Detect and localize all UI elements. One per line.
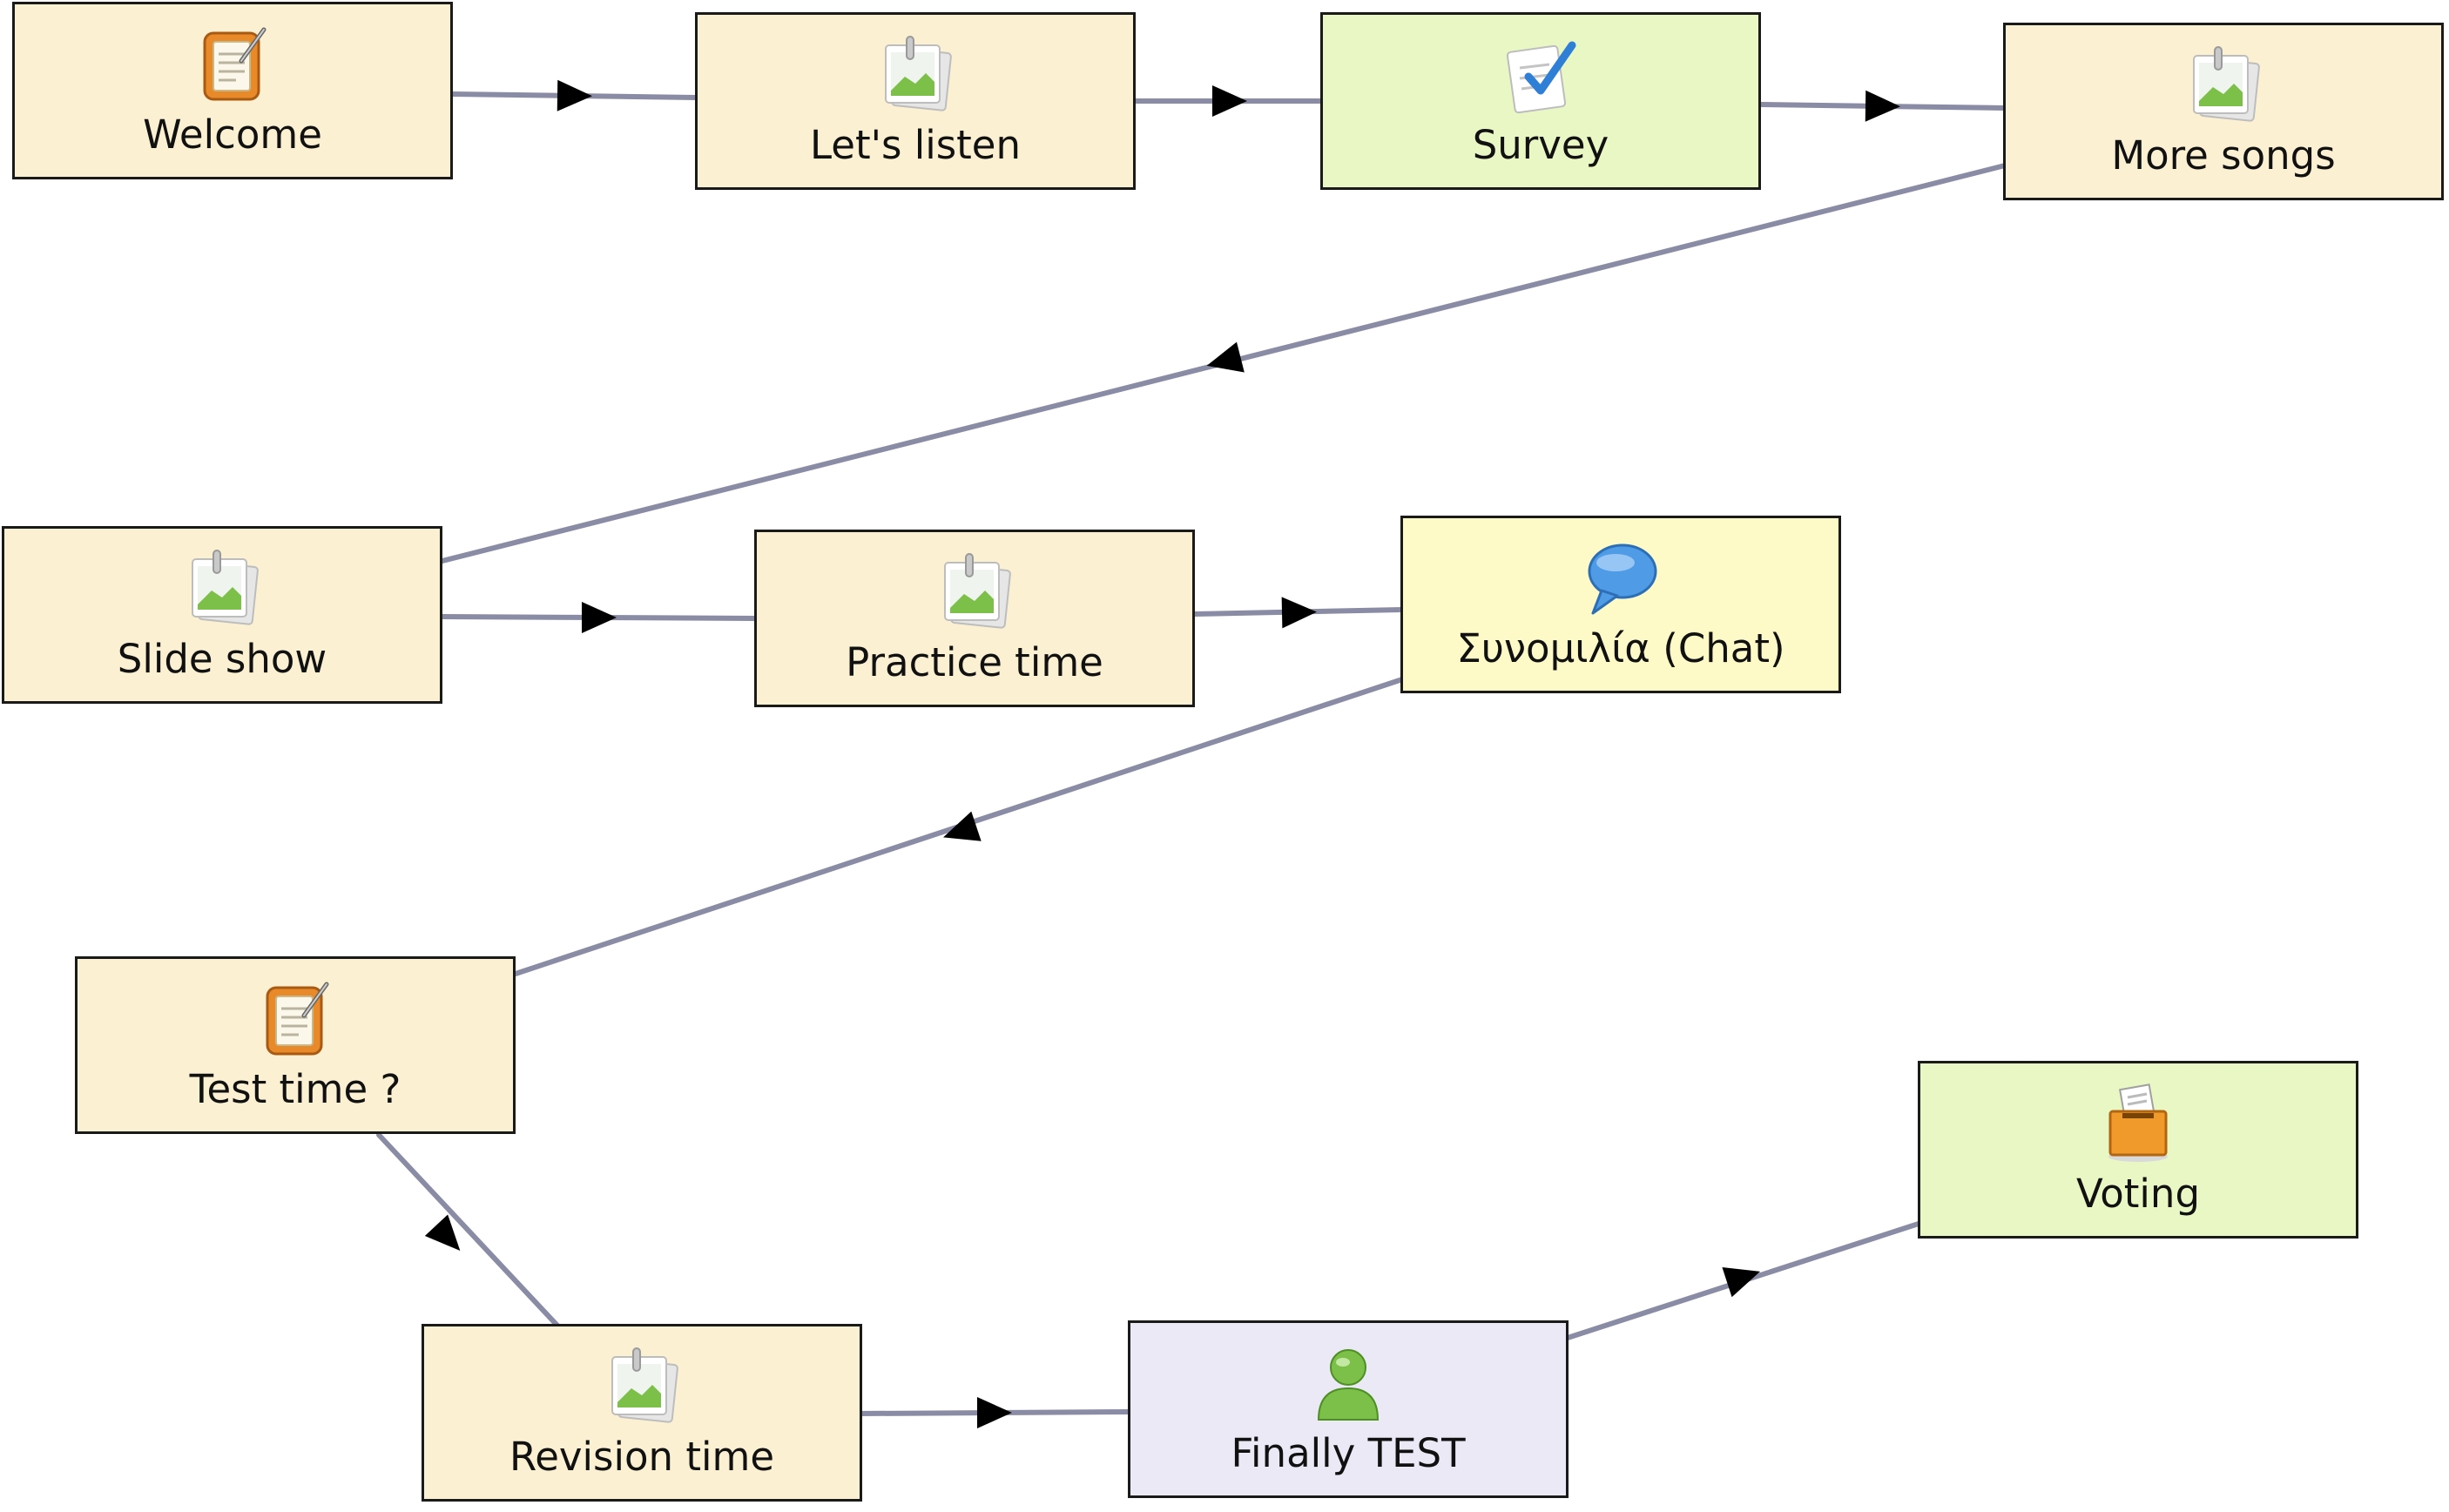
node-label: More songs [2111,132,2336,179]
arrowhead [1722,1267,1761,1298]
node-survey[interactable]: Survey [1320,12,1761,190]
edge-test-time-revision-time[interactable] [376,1132,562,1330]
node-label: Let's listen [809,122,1022,168]
node-label: Revision time [509,1434,775,1480]
node-welcome[interactable]: Welcome [12,2,453,179]
notebook-icon [253,977,337,1061]
chat-bubble-icon [1579,537,1663,620]
node-test-time[interactable]: Test time ? [75,956,516,1134]
arrowhead [582,602,617,633]
node-voting[interactable]: Voting [1918,1061,2358,1239]
node-label: Practice time [846,639,1103,685]
arrowhead [1206,341,1245,373]
user-icon [1306,1341,1390,1425]
node-label: Slide show [117,636,327,682]
arrowhead [977,1397,1012,1428]
arrowhead [424,1214,461,1251]
image-icon [600,1345,684,1428]
node-finally-test[interactable]: Finally TEST [1128,1320,1569,1498]
image-icon [2182,44,2265,127]
arrowhead [1281,597,1317,629]
arrowhead [943,811,982,841]
image-icon [180,547,264,631]
node-slide-show[interactable]: Slide show [2,526,442,704]
node-label: Voting [2075,1171,2201,1217]
arrowhead [1865,90,1900,122]
arrowhead [557,79,592,111]
node-label: Finally TEST [1231,1430,1466,1476]
node-label: Test time ? [189,1066,401,1112]
ballot-box-icon [2096,1082,2180,1165]
node-chat[interactable]: Συνομιλία (Chat) [1400,516,1841,693]
node-label: Συνομιλία (Chat) [1456,625,1785,672]
arrowhead [1212,85,1247,117]
image-icon [933,550,1016,634]
survey-check-icon [1499,33,1582,117]
node-practice-time[interactable]: Practice time [754,530,1195,707]
node-lets-listen[interactable]: Let's listen [695,12,1136,190]
node-label: Survey [1472,122,1609,168]
image-icon [874,33,957,117]
node-label: Welcome [143,111,322,158]
node-more-songs[interactable]: More songs [2003,23,2444,200]
node-revision-time[interactable]: Revision time [422,1324,862,1502]
notebook-icon [191,23,274,106]
